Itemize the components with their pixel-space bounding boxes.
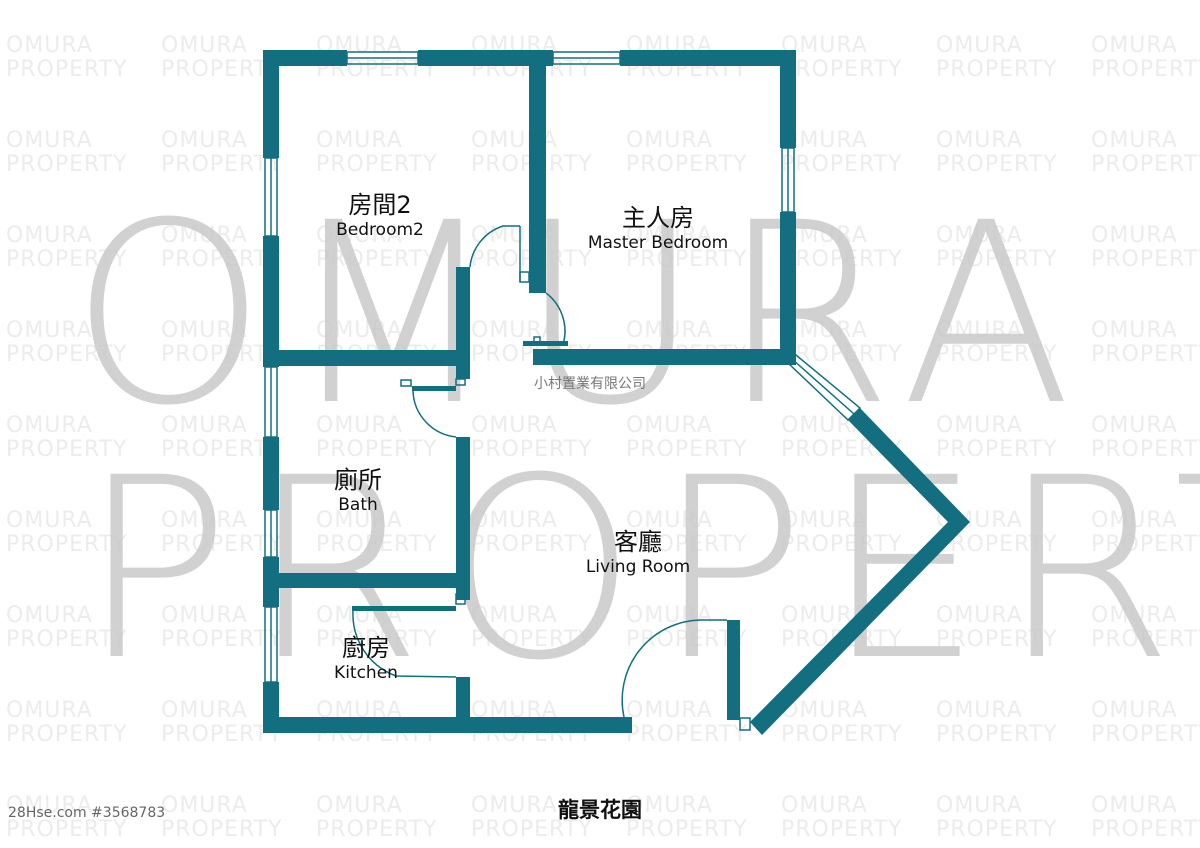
listing-reference: 28Hse.com #3568783 (8, 805, 166, 821)
wall (412, 386, 456, 391)
wall (352, 606, 456, 611)
room-label-en: Living Room (585, 557, 691, 577)
room-label-zh: 主人房 (621, 204, 694, 232)
wall (263, 350, 470, 366)
estate-name: 龍景花園 (558, 798, 642, 822)
door-swing (469, 225, 520, 268)
wall (780, 50, 796, 148)
wall (620, 50, 796, 66)
door-swing (352, 610, 457, 678)
room-label-en: Bath (338, 495, 378, 515)
room-label-en: Master Bedroom (587, 233, 729, 253)
room-label-zh: 客廳 (613, 528, 662, 556)
wall (263, 236, 279, 367)
wall (529, 50, 546, 293)
door-swing (412, 390, 457, 438)
door-swing (545, 292, 566, 342)
wall (456, 267, 470, 379)
wall (263, 50, 279, 158)
watermark-big-line1: OMURA (70, 169, 1091, 460)
company-name: 小村置業有限公司 (534, 376, 646, 392)
door-swing (621, 619, 727, 718)
wall (263, 573, 470, 588)
room-label-zh: 房間2 (348, 191, 412, 219)
room-label-zh: 廚房 (342, 634, 390, 662)
wall (780, 212, 796, 365)
wall (523, 341, 568, 346)
wall (456, 437, 470, 600)
window (786, 353, 862, 422)
wall (263, 50, 347, 66)
wall (263, 437, 279, 510)
wall (418, 50, 553, 66)
room-label-zh: 廁所 (334, 466, 382, 494)
wall (727, 620, 740, 720)
wall (750, 408, 970, 735)
room-label-en: Kitchen (334, 663, 398, 683)
room-label-en: Bedroom2 (336, 220, 424, 240)
wall (533, 349, 796, 365)
wall (263, 717, 632, 733)
